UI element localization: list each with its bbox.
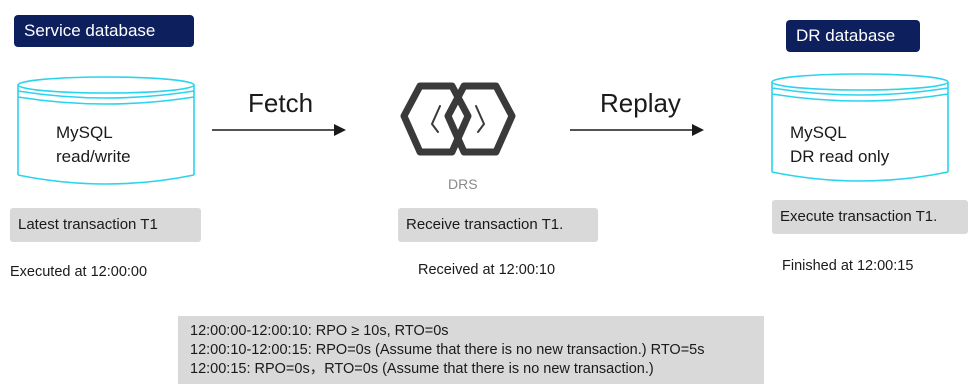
service-database-title: Service database: [14, 15, 194, 47]
source-time: Executed at 12:00:00: [10, 264, 148, 280]
summary-line-3: 12:00:15: RPO=0s，RTO=0s (Assume that the…: [190, 361, 654, 377]
drs-logo-icon: [400, 82, 516, 156]
dr-database-cylinder-icon: [771, 73, 949, 182]
drs-status-box: Receive transaction T1.: [398, 208, 598, 242]
service-database-cylinder-icon: [17, 76, 195, 185]
target-time: Finished at 12:00:15: [782, 258, 914, 274]
source-db-mode: read/write: [56, 147, 131, 166]
target-status-box: Execute transaction T1.: [772, 200, 968, 234]
drs-label: DRS: [448, 176, 478, 192]
replay-label: Replay: [600, 88, 681, 118]
fetch-arrow-icon: [212, 124, 346, 136]
dr-database-title: DR database: [786, 20, 920, 52]
source-status-box: Latest transaction T1: [10, 208, 201, 242]
target-db-engine: MySQL: [790, 123, 847, 142]
drs-time: Received at 12:00:10: [418, 262, 556, 278]
target-db-mode: DR read only: [790, 147, 890, 166]
fetch-label: Fetch: [248, 88, 314, 118]
summary-line-2: 12:00:10-12:00:15: RPO=0s (Assume that t…: [190, 342, 705, 358]
source-db-engine: MySQL: [56, 123, 113, 142]
summary-line-1: 12:00:00-12:00:10: RPO ≥ 10s, RTO=0s: [190, 323, 449, 339]
replay-arrow-icon: [570, 124, 704, 136]
rpo-rto-summary: 12:00:00-12:00:10: RPO ≥ 10s, RTO=0s 12:…: [178, 316, 764, 384]
